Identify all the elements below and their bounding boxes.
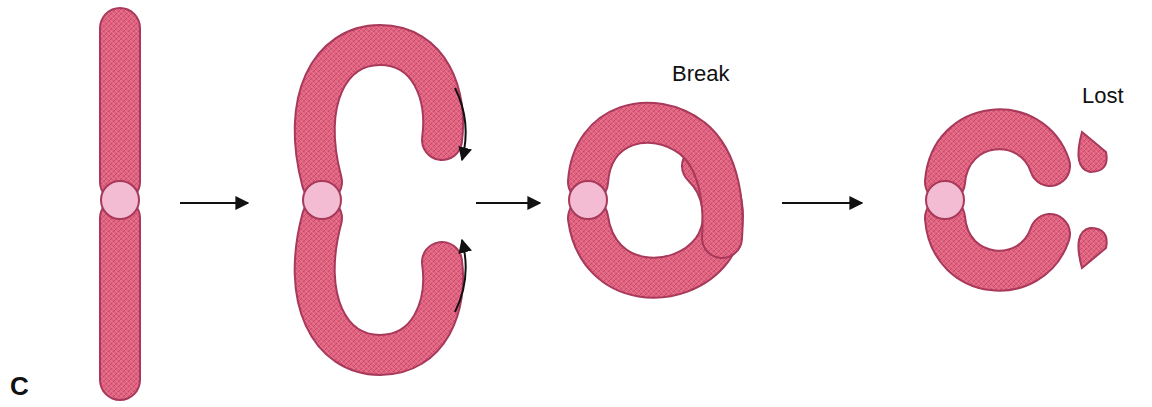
annotation-label: Break [672,62,729,86]
process-arrows [180,88,862,312]
centromeres [101,181,964,219]
panel-letter: C [10,372,29,401]
lost-fragments [1078,132,1106,268]
chromosome-arms [120,28,1050,380]
annotation-label: Lost [1082,84,1124,108]
